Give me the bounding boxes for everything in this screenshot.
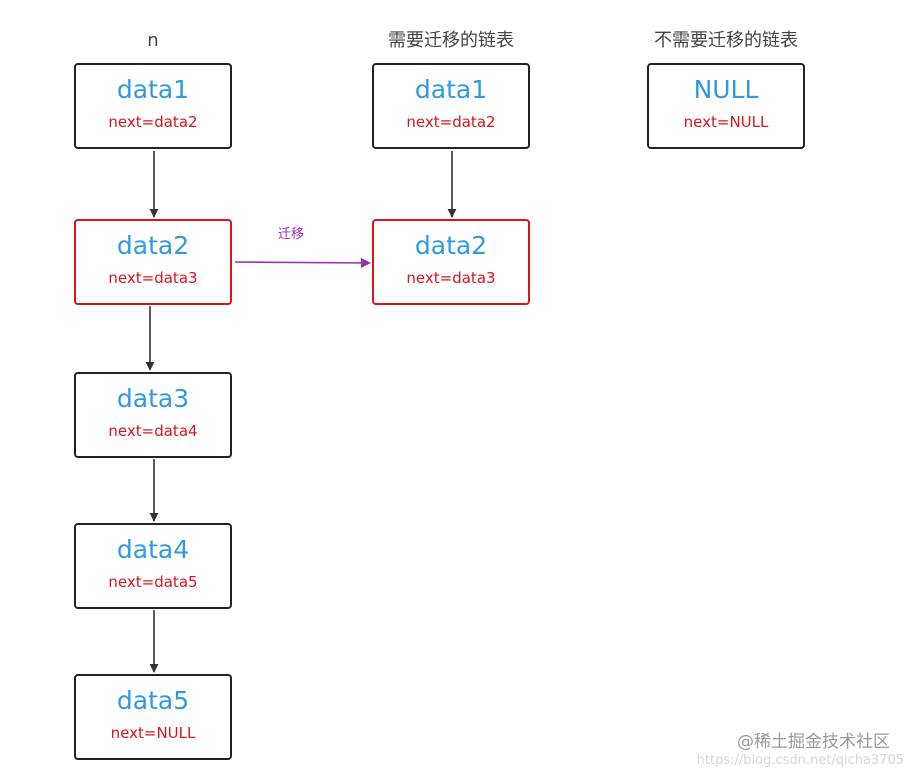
node-name: data3 (116, 384, 190, 413)
node-next-pointer: next=NULL (110, 724, 196, 742)
node-next-pointer: next=data5 (108, 573, 198, 591)
original-node-data3: data3 next=data4 (74, 372, 232, 458)
node-name: data4 (116, 535, 190, 564)
original-node-data1: data1 next=data2 (74, 63, 232, 149)
node-name: data5 (116, 686, 190, 715)
not-migrate-node-null: NULL next=NULL (647, 63, 805, 149)
migration-arrow (234, 257, 371, 268)
node-name: NULL (693, 75, 759, 104)
node-name: data1 (116, 75, 190, 104)
migrate-node-data2: data2 next=data3 (372, 219, 530, 305)
node-name: data2 (116, 231, 190, 260)
node-next-pointer: next=data2 (406, 113, 496, 131)
original-node-data5: data5 next=NULL (74, 674, 232, 760)
node-next-pointer: next=data2 (108, 113, 198, 131)
node-name: data1 (414, 75, 488, 104)
migrate-node-data1: data1 next=data2 (372, 63, 530, 149)
node-next-pointer: next=NULL (683, 113, 769, 131)
node-next-pointer: next=data3 (406, 269, 496, 287)
original-list-header: n (147, 30, 159, 51)
original-node-data4: data4 next=data5 (74, 523, 232, 609)
watermark: @稀土掘金技术社区 (737, 732, 890, 752)
migration-arrow-label: 迁移 (278, 227, 305, 242)
node-next-pointer: next=data3 (108, 269, 198, 287)
node-next-pointer: next=data4 (108, 422, 198, 440)
not-migrate-list-header: 不需要迁移的链表 (654, 30, 798, 51)
watermark-url: https://blog.csdn.net/qicha3705 (696, 753, 904, 768)
migrate-list-header: 需要迁移的链表 (388, 30, 514, 51)
node-name: data2 (414, 231, 488, 260)
original-node-data2: data2 next=data3 (74, 219, 232, 305)
